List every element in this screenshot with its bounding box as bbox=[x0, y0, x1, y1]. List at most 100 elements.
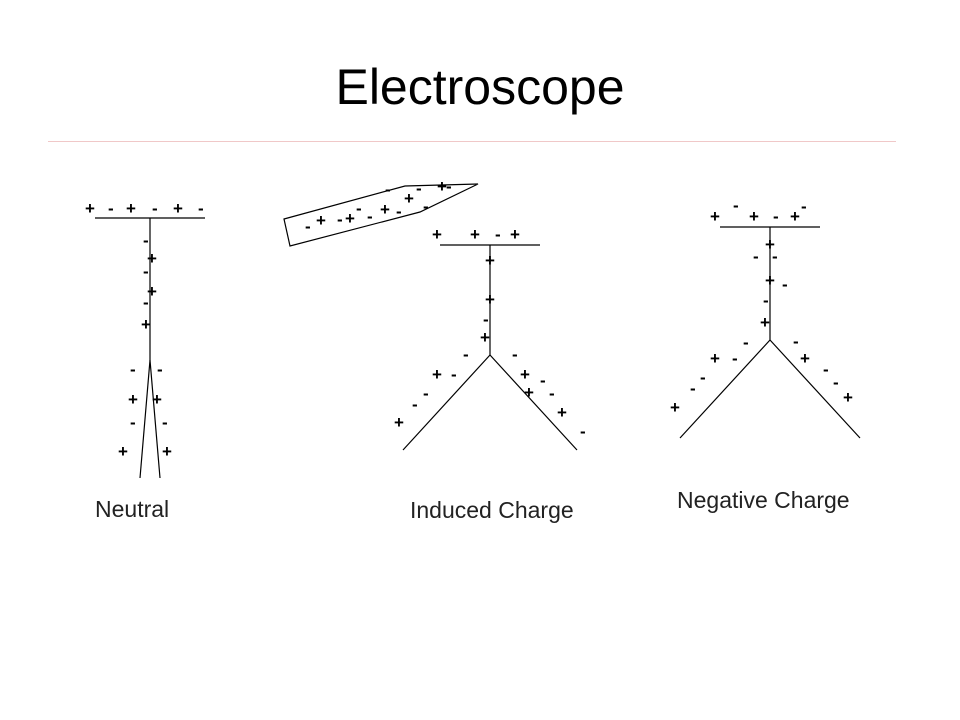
charge-sign: - bbox=[463, 345, 469, 364]
charge-sign: - bbox=[416, 179, 422, 198]
charge-sign: + bbox=[485, 251, 495, 270]
charge-sign: + bbox=[162, 442, 172, 461]
charge-sign: + bbox=[520, 365, 530, 384]
negative-leaf-left bbox=[679, 339, 771, 439]
charge-sign: - bbox=[396, 202, 402, 221]
charge-sign: - bbox=[690, 379, 696, 398]
rod-charge-signs: - + - + - - + + - - - + - - bbox=[305, 177, 452, 236]
negative-leaf-right bbox=[769, 339, 861, 439]
charge-sign: - bbox=[483, 310, 489, 329]
charge-sign: + bbox=[432, 365, 442, 384]
charge-sign: + bbox=[749, 207, 759, 226]
charge-sign: + bbox=[394, 413, 404, 432]
charge-sign: + bbox=[345, 209, 355, 228]
charge-sign: - bbox=[143, 293, 149, 312]
charge-sign: - bbox=[130, 413, 136, 432]
charge-sign: - bbox=[198, 199, 204, 218]
charge-sign: - bbox=[782, 275, 788, 294]
charge-sign: - bbox=[451, 365, 457, 384]
charge-sign: - bbox=[337, 210, 343, 229]
charge-sign: + bbox=[760, 313, 770, 332]
title-divider bbox=[48, 141, 896, 142]
charge-sign: - bbox=[423, 384, 429, 403]
charge-sign: + bbox=[380, 200, 390, 219]
charge-sign: - bbox=[700, 368, 706, 387]
charge-sign: - bbox=[157, 360, 163, 379]
induced-leaf-left bbox=[402, 354, 491, 451]
charge-sign: + bbox=[118, 442, 128, 461]
charge-sign: - bbox=[108, 199, 114, 218]
charge-sign: + bbox=[147, 249, 157, 268]
charge-sign: - bbox=[733, 196, 739, 215]
charge-sign: + bbox=[152, 390, 162, 409]
charge-sign: + bbox=[128, 390, 138, 409]
negative-charge-signs: + - + - + - + - - + - + - - + - + - - + … bbox=[670, 196, 853, 417]
charge-sign: + bbox=[765, 235, 775, 254]
charge-sign: - bbox=[549, 384, 555, 403]
charge-sign: + bbox=[765, 271, 775, 290]
charge-sign: - bbox=[732, 349, 738, 368]
charge-sign: - bbox=[305, 217, 311, 236]
charge-sign: + bbox=[524, 383, 534, 402]
page-title: Electroscope bbox=[335, 59, 625, 115]
neutral-charge-signs: + - + - + - - + - + - + - - + + - - + + bbox=[85, 199, 204, 461]
charge-sign: + bbox=[710, 207, 720, 226]
charge-sign: + bbox=[437, 177, 447, 196]
charge-sign: - bbox=[423, 197, 429, 216]
charge-sign: - bbox=[763, 291, 769, 310]
charge-sign: - bbox=[512, 345, 518, 364]
charge-sign: + bbox=[85, 199, 95, 218]
charge-sign: - bbox=[540, 371, 546, 390]
induced-charge-signs: + + - + + + - + - - + - + - - + - - + + … bbox=[394, 225, 586, 441]
charge-sign: + bbox=[557, 403, 567, 422]
charge-sign: - bbox=[773, 207, 779, 226]
charge-sign: - bbox=[823, 360, 829, 379]
charge-sign: - bbox=[162, 413, 168, 432]
charge-sign: - bbox=[130, 360, 136, 379]
charge-sign: - bbox=[793, 332, 799, 351]
charge-sign: + bbox=[316, 211, 326, 230]
charge-sign: - bbox=[833, 373, 839, 392]
negative-electroscope: + - + - + - + - - + - + - - + - + - - + … bbox=[670, 196, 861, 513]
induced-leaf-right bbox=[489, 354, 578, 451]
charge-sign: - bbox=[772, 247, 778, 266]
neutral-label: Neutral bbox=[95, 496, 169, 522]
charge-sign: + bbox=[790, 207, 800, 226]
neutral-leaf-right bbox=[149, 359, 161, 479]
charge-sign: + bbox=[470, 225, 480, 244]
charge-sign: + bbox=[432, 225, 442, 244]
charge-sign: + bbox=[510, 225, 520, 244]
charge-sign: - bbox=[143, 231, 149, 250]
induced-label: Induced Charge bbox=[410, 497, 574, 523]
charge-sign: + bbox=[141, 315, 151, 334]
charge-sign: + bbox=[147, 282, 157, 301]
charge-sign: + bbox=[670, 398, 680, 417]
charge-sign: - bbox=[367, 207, 373, 226]
neutral-leaf-left bbox=[139, 359, 151, 479]
charge-sign: + bbox=[485, 290, 495, 309]
charged-rod: - + - + - - + + - - - + - - bbox=[283, 177, 479, 247]
charge-sign: - bbox=[152, 199, 158, 218]
charge-sign: - bbox=[495, 225, 501, 244]
charge-sign: + bbox=[843, 388, 853, 407]
charge-sign: + bbox=[404, 189, 414, 208]
charge-sign: - bbox=[385, 180, 391, 199]
charge-sign: - bbox=[753, 247, 759, 266]
induced-electroscope: + + - + + + - + - - + - + - - + - - + + … bbox=[394, 225, 586, 523]
charge-sign: - bbox=[743, 333, 749, 352]
rod-outline bbox=[283, 183, 479, 247]
charge-sign: - bbox=[356, 199, 362, 218]
negative-label: Negative Charge bbox=[677, 487, 850, 513]
charge-sign: - bbox=[580, 422, 586, 441]
charge-sign: + bbox=[800, 349, 810, 368]
charge-sign: + bbox=[173, 199, 183, 218]
charge-sign: - bbox=[446, 177, 452, 196]
neutral-electroscope: + - + - + - - + - + - + - - + + - - + + … bbox=[85, 199, 205, 522]
charge-sign: + bbox=[480, 328, 490, 347]
charge-sign: + bbox=[126, 199, 136, 218]
charge-sign: - bbox=[412, 395, 418, 414]
charge-sign: - bbox=[143, 262, 149, 281]
charge-sign: + bbox=[710, 349, 720, 368]
charge-sign: - bbox=[801, 197, 807, 216]
